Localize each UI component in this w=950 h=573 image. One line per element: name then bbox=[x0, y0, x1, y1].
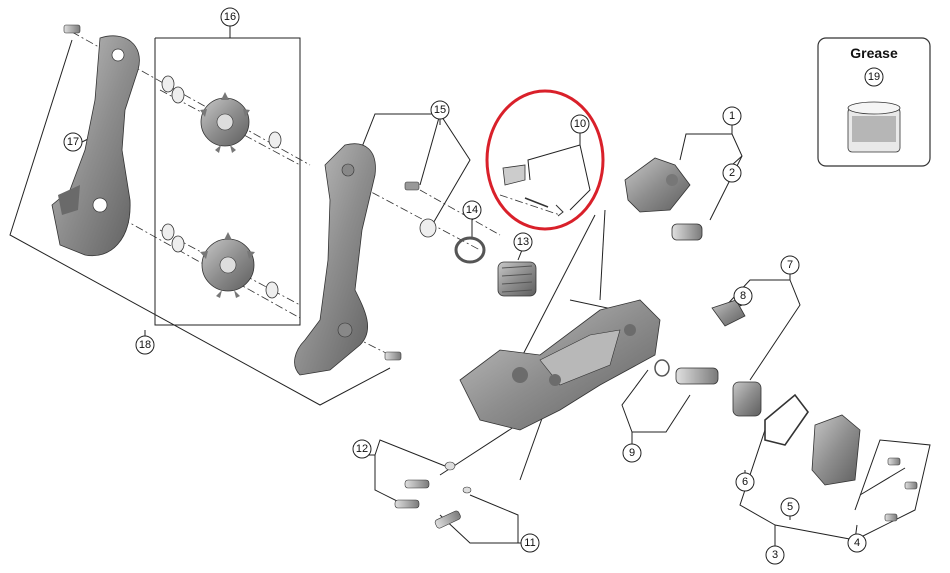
grease-jar bbox=[847, 101, 901, 153]
clutch-unit bbox=[732, 381, 762, 417]
guide-pulley bbox=[200, 92, 250, 153]
pin-and-clip bbox=[502, 164, 564, 217]
callout-16: 16 bbox=[220, 7, 240, 27]
callout-19: 19 bbox=[868, 71, 880, 83]
grease-box: Grease 19 bbox=[817, 37, 931, 167]
callout-15: 15 bbox=[430, 100, 450, 120]
small-nuts bbox=[444, 461, 472, 494]
callout-12: 12 bbox=[352, 439, 372, 459]
outer-cage-plate bbox=[51, 35, 140, 257]
callout-18: 18 bbox=[135, 335, 155, 355]
svg-text:8: 8 bbox=[740, 290, 746, 302]
callout-4: 4 bbox=[847, 533, 867, 553]
svg-text:9: 9 bbox=[629, 447, 635, 459]
assembly-axis-lines bbox=[71, 31, 561, 356]
svg-text:4: 4 bbox=[854, 537, 860, 549]
tension-spring bbox=[497, 261, 537, 297]
callout-6: 6 bbox=[735, 472, 755, 492]
callout-17: 17 bbox=[63, 132, 83, 152]
svg-text:1: 1 bbox=[729, 110, 735, 122]
svg-text:3: 3 bbox=[772, 549, 778, 561]
grease-title: Grease bbox=[850, 45, 898, 61]
callout-14: 14 bbox=[462, 200, 482, 220]
callout-2: 2 bbox=[722, 163, 742, 183]
callout-3: 3 bbox=[765, 545, 785, 565]
svg-text:18: 18 bbox=[139, 339, 151, 351]
callout-1: 1 bbox=[722, 106, 742, 126]
b-axle bbox=[671, 223, 703, 241]
callout-5: 5 bbox=[780, 497, 800, 517]
svg-text:15: 15 bbox=[434, 104, 446, 116]
cage-bolt-bottom bbox=[384, 351, 402, 361]
cage-bolt-top bbox=[63, 24, 81, 34]
callout-8: 8 bbox=[733, 286, 753, 306]
stopper-ring bbox=[454, 236, 486, 264]
adjust-bolts bbox=[394, 479, 461, 529]
svg-text:11: 11 bbox=[524, 537, 535, 549]
svg-text:6: 6 bbox=[742, 476, 748, 488]
cage-small-parts bbox=[404, 181, 437, 238]
svg-text:12: 12 bbox=[356, 443, 368, 455]
svg-text:13: 13 bbox=[517, 236, 529, 248]
cover-screws bbox=[884, 457, 918, 522]
pulley-washers bbox=[161, 75, 282, 299]
b-link-bracket bbox=[624, 157, 691, 213]
cover-gasket bbox=[764, 393, 809, 446]
callout-10: 10 bbox=[570, 114, 590, 134]
svg-text:10: 10 bbox=[574, 118, 586, 130]
callout-13: 13 bbox=[513, 232, 533, 252]
clutch-cover bbox=[811, 414, 861, 486]
p-axle bbox=[654, 359, 719, 385]
highlight-circle bbox=[485, 89, 605, 231]
tension-pulley bbox=[200, 232, 255, 298]
callouts: 1 2 3 4 5 6 7 8 9 10 11 12 13 14 15 16 1… bbox=[63, 7, 867, 565]
svg-text:2: 2 bbox=[729, 167, 735, 179]
svg-text:5: 5 bbox=[787, 501, 793, 513]
small-link-part bbox=[711, 299, 746, 327]
svg-text:7: 7 bbox=[787, 259, 793, 271]
callout-9: 9 bbox=[622, 443, 642, 463]
leader-lines bbox=[9, 25, 931, 555]
callout-7: 7 bbox=[780, 255, 800, 275]
svg-text:17: 17 bbox=[67, 136, 79, 148]
callout-11: 11 bbox=[520, 533, 540, 553]
derailleur-body bbox=[459, 299, 661, 431]
inner-cage-plate bbox=[294, 143, 376, 376]
svg-text:16: 16 bbox=[224, 11, 236, 23]
svg-text:14: 14 bbox=[466, 204, 478, 216]
callout-19-circle bbox=[864, 67, 884, 87]
